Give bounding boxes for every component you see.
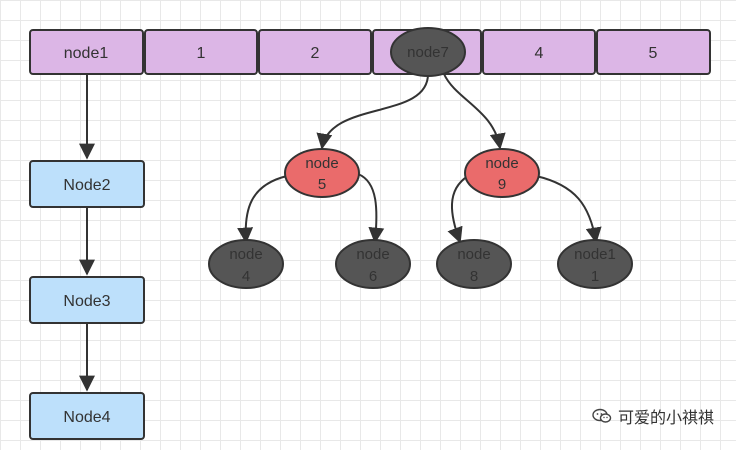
tree-node-label-line1: node xyxy=(305,155,338,172)
tree-edge xyxy=(357,173,385,244)
tree-node-label-line1: node xyxy=(485,155,518,172)
tree-leaf-label-line1: node xyxy=(457,246,490,263)
list-item-label: Node3 xyxy=(63,293,110,310)
array-cell: 2 xyxy=(258,29,372,75)
tree-edge xyxy=(443,73,506,150)
array-cell-label: 1 xyxy=(197,45,206,62)
tree-node: node 5 xyxy=(284,148,360,198)
tree-leaf-label-line2: 8 xyxy=(470,268,478,285)
watermark: 可爱的小祺祺 xyxy=(592,404,714,428)
tree-leaf-label-line1: node1 xyxy=(574,246,616,263)
array-cell-label: node1 xyxy=(64,45,109,62)
wechat-icon xyxy=(592,408,612,423)
tree-leaf-label-line2: 1 xyxy=(591,268,599,285)
tree-leaf-label-line2: 4 xyxy=(242,268,250,285)
tree-leaf-label-line2: 6 xyxy=(369,268,377,285)
tree-node-label-line2: 5 xyxy=(318,176,326,193)
array-cell-label: 2 xyxy=(311,45,320,62)
tree-leaf: node 4 xyxy=(208,239,284,289)
tree-edge xyxy=(535,175,602,244)
tree-node: node 9 xyxy=(464,148,540,198)
array-cell-label: 5 xyxy=(649,45,658,62)
watermark-text: 可爱的小祺祺 xyxy=(617,408,714,427)
tree-leaf: node1 1 xyxy=(557,239,633,289)
tree-node-label-line2: 9 xyxy=(498,176,506,193)
tree-root: node7 xyxy=(390,27,466,77)
list-item-label: Node4 xyxy=(63,409,110,426)
array-cell: 1 xyxy=(144,29,258,75)
list-item-label: Node2 xyxy=(63,177,110,194)
tree-leaf-label-line1: node xyxy=(356,246,389,263)
tree-leaf-label-line1: node xyxy=(229,246,262,263)
linked-list: Node2 Node3 Node4 xyxy=(29,160,145,440)
list-item: Node2 xyxy=(29,160,145,208)
tree-edge xyxy=(237,175,288,244)
array-cell-label: 4 xyxy=(535,45,544,62)
tree-edges xyxy=(237,73,602,244)
tree-edge xyxy=(447,175,469,244)
array-cell: 5 xyxy=(596,29,711,75)
tree-edge xyxy=(316,73,429,150)
tree-leaf: node 6 xyxy=(335,239,411,289)
list-item: Node3 xyxy=(29,276,145,324)
array-cell: node1 xyxy=(29,29,144,75)
tree-root-label: node7 xyxy=(407,44,449,61)
array-row: node1 1 2 4 5 xyxy=(29,29,711,75)
tree-leaf: node 8 xyxy=(436,239,512,289)
array-cell: 4 xyxy=(482,29,596,75)
list-item: Node4 xyxy=(29,392,145,440)
